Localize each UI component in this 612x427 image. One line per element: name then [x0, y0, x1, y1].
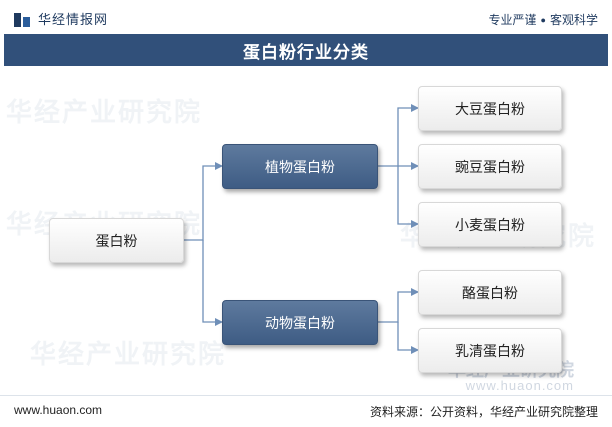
node-plant-protein[interactable]: 植物蛋白粉: [222, 144, 378, 189]
tagline-right: 客观科学: [549, 13, 598, 27]
brand-logo-icon: [14, 11, 32, 27]
footer: www.huaon.com 资料来源：公开资料，华经产业研究院整理: [0, 395, 612, 427]
brand[interactable]: 华经情报网: [14, 9, 108, 28]
watermark-url: www.huaon.com: [465, 378, 574, 393]
connector-lines: [184, 104, 419, 354]
connector-root-plant: [184, 162, 223, 241]
node-wheat-protein[interactable]: 小麦蛋白粉: [418, 202, 562, 247]
footer-website-link[interactable]: www.huaon.com: [14, 403, 103, 417]
footer-source: 资料来源：公开资料，华经产业研究院整理: [369, 405, 598, 419]
tagline-left: 专业严谨: [488, 13, 537, 27]
node-whey-protein[interactable]: 乳清蛋白粉: [418, 328, 562, 373]
title-band: 蛋白粉行业分类: [4, 34, 608, 66]
node-casein-protein[interactable]: 酪蛋白粉: [418, 270, 562, 315]
node-root[interactable]: 蛋白粉: [49, 218, 184, 263]
node-animal-protein[interactable]: 动物蛋白粉: [222, 300, 378, 345]
top-bar: 华经情报网 专业严谨 ● 客观科学: [0, 0, 612, 34]
node-pea-protein[interactable]: 豌豆蛋白粉: [418, 144, 562, 189]
diagram-canvas: 华经产业研究院 华经产业研究院 华经产业研究院 华经产业研究院 华经产业研究院 …: [0, 66, 612, 395]
connector-plant-soy: [378, 104, 419, 167]
node-soy-protein[interactable]: 大豆蛋白粉: [418, 86, 562, 131]
connector-plant-wheat: [397, 166, 419, 228]
page-title: 蛋白粉行业分类: [243, 42, 369, 62]
connector-root-animal: [202, 240, 223, 326]
tagline-dot-icon: ●: [540, 14, 546, 25]
tagline: 专业严谨 ● 客观科学: [489, 11, 598, 28]
connector-animal-casein: [378, 288, 419, 323]
connector-animal-whey: [397, 322, 419, 354]
brand-name: 华经情报网: [38, 12, 109, 27]
